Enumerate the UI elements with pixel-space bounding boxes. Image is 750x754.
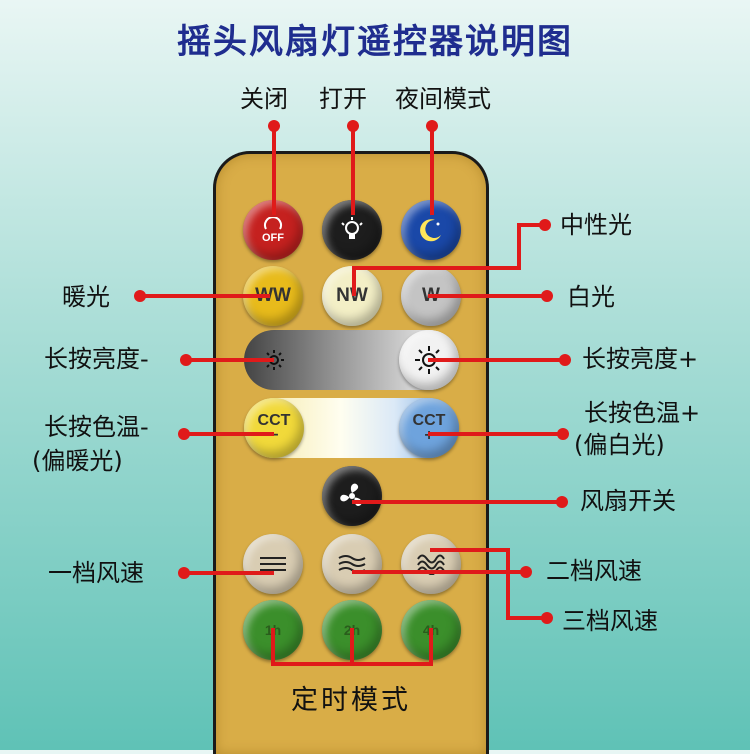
pointer-line <box>271 662 433 666</box>
pointer-line <box>271 628 275 666</box>
timer-mode-label: 定时模式 <box>216 678 486 717</box>
fan-switch-button[interactable] <box>322 466 382 526</box>
speed-1-button[interactable] <box>243 534 303 594</box>
pointer-line <box>352 266 521 270</box>
speed-3-label: 三档风速 <box>562 606 658 636</box>
fan-switch-label: 风扇开关 <box>580 486 676 516</box>
brightness-up-label: 长按亮度+ <box>582 344 698 374</box>
cct-up-label: 长按色温+ <box>584 398 700 428</box>
pointer-line <box>428 358 563 362</box>
light-bulb-icon <box>337 215 367 245</box>
neutral-light-label: 中性光 <box>560 210 632 240</box>
pointer-line <box>352 570 524 574</box>
pointer-line <box>184 432 274 436</box>
fan-icon <box>334 478 370 514</box>
pointer-line <box>429 628 433 666</box>
warm-light-label: 暖光 <box>62 282 110 312</box>
pointer-line <box>517 223 521 270</box>
off-label: 关闭 <box>240 84 288 114</box>
pointer-line <box>506 616 546 620</box>
pointer-line <box>352 266 356 296</box>
cct-down-button-label: CCT <box>258 413 291 428</box>
white-light-label: 白光 <box>567 282 615 312</box>
off-button-label: OFF <box>262 233 284 244</box>
pointer-line <box>186 358 274 362</box>
brightness-down-label: 长按亮度- <box>44 344 149 374</box>
speed-2-button[interactable] <box>322 534 382 594</box>
pointer-line <box>430 548 510 552</box>
speed-1-label: 一档风速 <box>48 558 144 588</box>
cct-down-note: (偏暖光) <box>32 446 123 476</box>
on-label: 打开 <box>319 84 367 114</box>
night-mode-label: 夜间模式 <box>395 84 491 114</box>
power-icon <box>262 217 284 233</box>
moon-icon <box>416 215 446 245</box>
pointer-line <box>184 571 274 575</box>
pointer-line <box>272 125 276 215</box>
pointer-dot <box>541 612 553 624</box>
pointer-line <box>428 432 561 436</box>
pointer-line <box>430 125 434 215</box>
pointer-line <box>352 500 560 504</box>
cct-up-note: (偏白光) <box>574 430 665 460</box>
cct-down-button[interactable]: CCT − <box>244 398 304 458</box>
pointer-line <box>506 548 510 620</box>
pointer-line <box>351 125 355 215</box>
pointer-line <box>428 294 545 298</box>
cct-down-label: 长按色温- <box>44 412 149 442</box>
cct-up-button-label: CCT <box>413 413 446 428</box>
pointer-line <box>140 294 270 298</box>
speed-3-button[interactable] <box>401 534 461 594</box>
page-title: 摇头风扇灯遥控器说明图 <box>0 14 750 63</box>
cct-up-button[interactable]: CCT + <box>399 398 459 458</box>
pointer-line <box>350 628 354 666</box>
speed-2-label: 二档风速 <box>546 556 642 586</box>
